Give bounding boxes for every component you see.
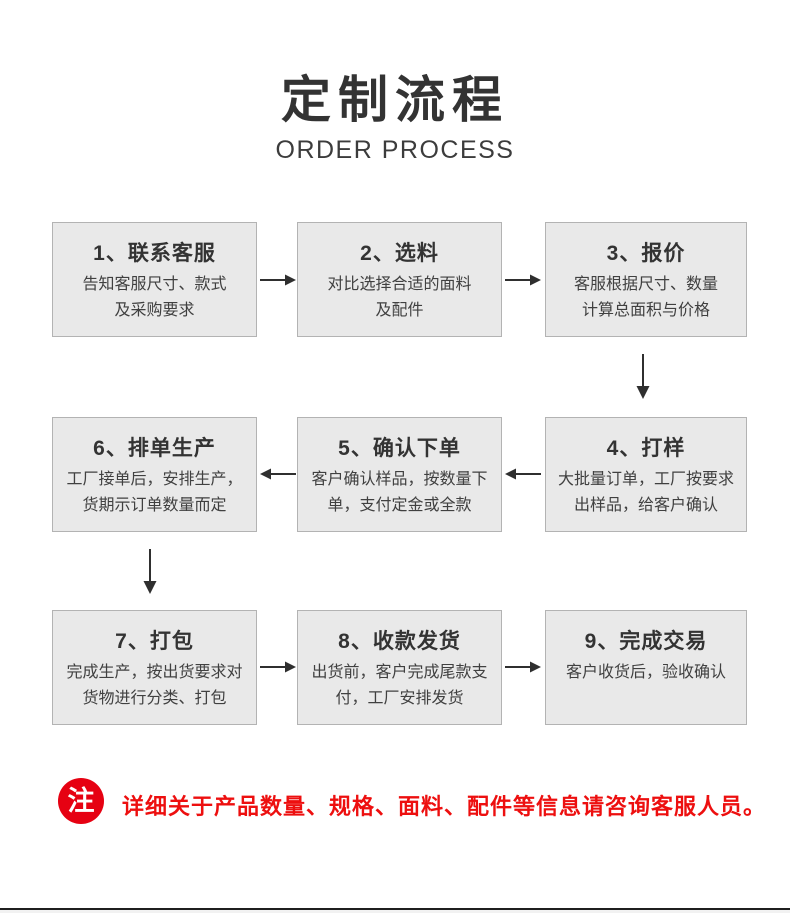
step-title: 1、联系客服 xyxy=(93,242,216,265)
step-desc-line: 单，支付定金或全款 xyxy=(327,497,472,514)
header: 定制流程 ORDER PROCESS xyxy=(0,70,790,165)
step-title: 8、收款发货 xyxy=(338,630,461,653)
arrow-left-icon xyxy=(260,468,296,480)
step-description: 完成生产，按出货要求对 货物进行分类、打包 xyxy=(53,660,256,712)
step-description: 大批量订单，工厂按要求 出样品，给客户确认 xyxy=(546,467,746,519)
note-badge-icon: 注 xyxy=(58,778,104,824)
step-desc-line: 客服根据尺寸、数量 xyxy=(573,276,718,293)
step-box-9: 9、完成交易 客户收货后，验收确认 xyxy=(545,610,747,725)
step-desc-line: 及采购要求 xyxy=(114,302,195,319)
step-box-8: 8、收款发货 出货前，客户完成尾款支 付，工厂安排发货 xyxy=(297,610,502,725)
step-title: 5、确认下单 xyxy=(338,437,461,460)
step-desc-line: 工厂接单后，安排生产， xyxy=(66,471,243,488)
step-box-7: 7、打包 完成生产，按出货要求对 货物进行分类、打包 xyxy=(52,610,257,725)
arrow-left-icon xyxy=(505,468,541,480)
step-description: 客服根据尺寸、数量 计算总面积与价格 xyxy=(546,272,746,324)
step-title: 6、排单生产 xyxy=(93,437,216,460)
page-subtitle: ORDER PROCESS xyxy=(275,136,515,164)
step-box-4: 4、打样 大批量订单，工厂按要求 出样品，给客户确认 xyxy=(545,417,747,532)
step-description: 工厂接单后，安排生产， 货期示订单数量而定 xyxy=(53,467,256,519)
step-description: 客户确认样品，按数量下 单，支付定金或全款 xyxy=(298,467,501,519)
step-title: 3、报价 xyxy=(606,242,686,265)
arrow-right-icon xyxy=(505,274,541,286)
step-desc-line: 货期示订单数量而定 xyxy=(82,497,227,514)
page-title: 定制流程 xyxy=(281,72,509,128)
step-box-3: 3、报价 客服根据尺寸、数量 计算总面积与价格 xyxy=(545,222,747,337)
step-desc-line: 告知客服尺寸、款式 xyxy=(82,276,227,293)
step-description: 对比选择合适的面料 及配件 xyxy=(298,272,501,324)
step-desc-line: 付，工厂安排发货 xyxy=(335,690,464,707)
step-title: 7、打包 xyxy=(115,630,194,653)
arrow-right-icon xyxy=(260,274,296,286)
step-box-2: 2、选料 对比选择合适的面料 及配件 xyxy=(297,222,502,337)
arrow-right-icon xyxy=(260,661,296,673)
step-description: 客户收货后，验收确认 xyxy=(546,660,746,686)
arrow-down-icon xyxy=(143,549,157,594)
step-title: 4、打样 xyxy=(606,437,686,460)
step-box-1: 1、联系客服 告知客服尺寸、款式 及采购要求 xyxy=(52,222,257,337)
step-description: 出货前，客户完成尾款支 付，工厂安排发货 xyxy=(298,660,501,712)
step-box-5: 5、确认下单 客户确认样品，按数量下 单，支付定金或全款 xyxy=(297,417,502,532)
note-row: 注 详细关于产品数量、规格、面料、配件等信息请咨询客服人员。 xyxy=(58,778,765,826)
step-desc-line: 大批量订单，工厂按要求 xyxy=(557,471,734,488)
arrow-right-icon xyxy=(505,661,541,673)
step-desc-line: 客户确认样品，按数量下 xyxy=(311,471,488,488)
step-desc-line: 客户收货后，验收确认 xyxy=(565,664,726,681)
note-text: 详细关于产品数量、规格、面料、配件等信息请咨询客服人员。 xyxy=(122,794,767,819)
step-desc-line: 对比选择合适的面料 xyxy=(327,276,472,293)
step-description: 告知客服尺寸、款式 及采购要求 xyxy=(53,272,256,324)
step-desc-line: 出货前，客户完成尾款支 xyxy=(311,664,488,681)
arrow-down-icon xyxy=(636,354,650,399)
bottom-section-divider xyxy=(0,908,790,913)
step-desc-line: 出样品，给客户确认 xyxy=(573,497,718,514)
step-desc-line: 及配件 xyxy=(375,302,424,319)
step-desc-line: 完成生产，按出货要求对 xyxy=(66,664,243,681)
step-box-6: 6、排单生产 工厂接单后，安排生产， 货期示订单数量而定 xyxy=(52,417,257,532)
step-title: 2、选料 xyxy=(360,242,439,265)
step-desc-line: 计算总面积与价格 xyxy=(581,302,710,319)
step-desc-line: 货物进行分类、打包 xyxy=(82,690,227,707)
step-title: 9、完成交易 xyxy=(584,630,708,653)
